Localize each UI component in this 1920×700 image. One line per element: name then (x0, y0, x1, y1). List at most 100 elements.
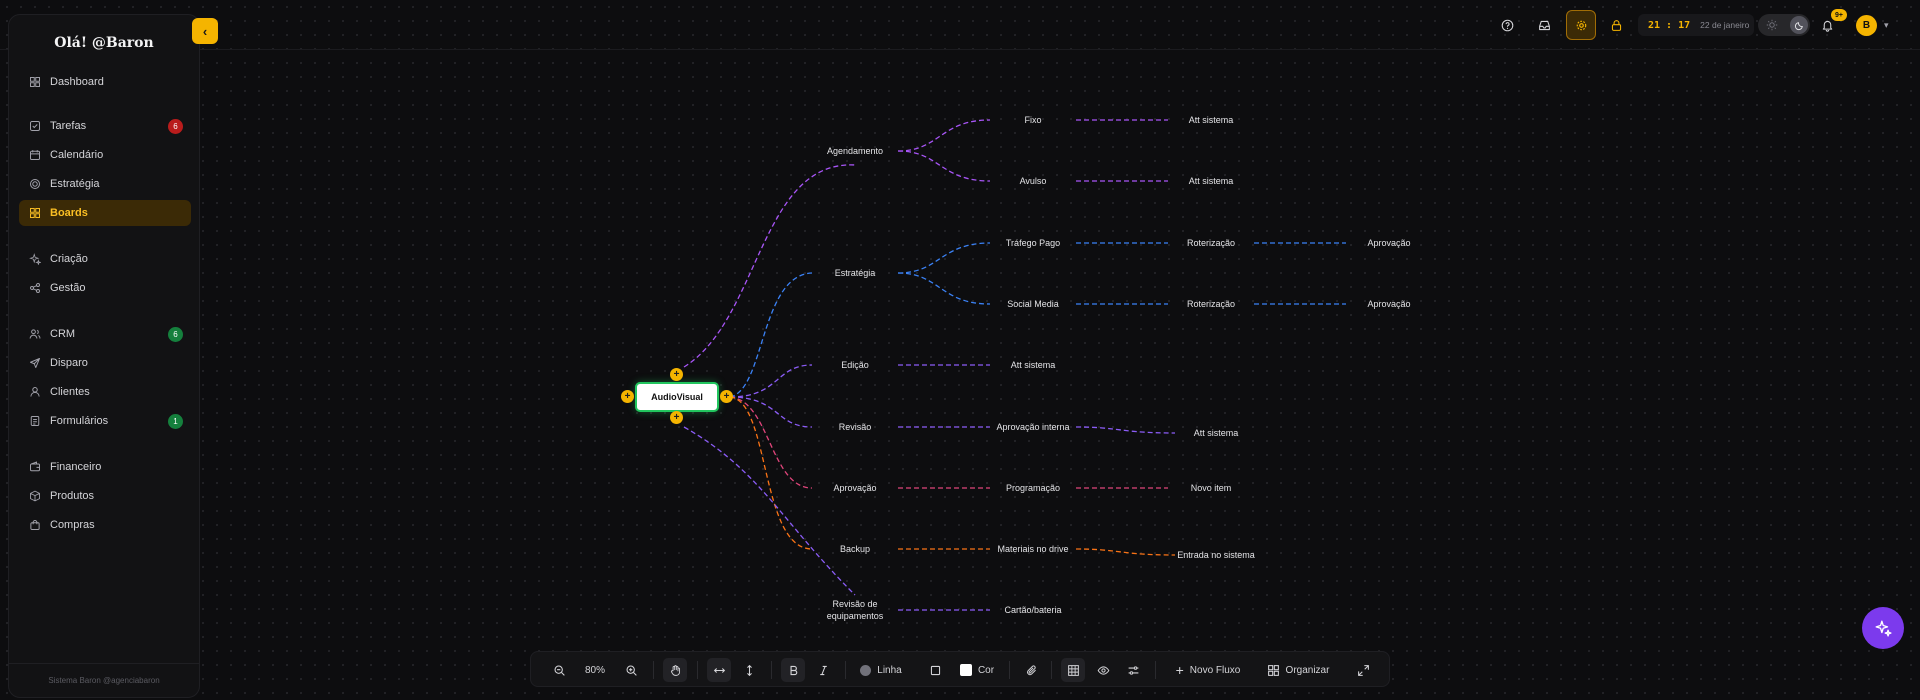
node-entrada-sistema[interactable]: Entrada no sistema (1177, 550, 1255, 560)
toolbar-divider (1009, 661, 1010, 679)
toolbar-divider (1051, 661, 1052, 679)
bold-button[interactable] (781, 658, 805, 682)
node-fixo[interactable]: Fixo (1024, 115, 1042, 125)
sidebar-item-criacao[interactable]: Criação (19, 246, 191, 272)
node-cartao-bateria[interactable]: Cartão/bateria (1004, 605, 1062, 615)
zoom-out-button[interactable] (547, 658, 571, 682)
zoom-level: 80% (584, 664, 605, 676)
sidebar-item-label: Tarefas (50, 120, 87, 132)
node-agendamento[interactable]: Agendamento (826, 146, 884, 156)
sidebar-item-label: Produtos (50, 490, 95, 502)
crm-count-badge: 6 (168, 326, 183, 342)
italic-button[interactable] (811, 658, 835, 682)
sparkles-icon (29, 253, 41, 265)
sidebar-item-dashboard[interactable]: Dashboard (19, 69, 191, 95)
node-att-edicao[interactable]: Att sistema (1010, 360, 1056, 370)
node-aprovacao[interactable]: Aprovação (833, 483, 877, 493)
send-icon (29, 357, 41, 369)
node-estrategia[interactable]: Estratégia (834, 268, 876, 278)
theme-toggle[interactable] (1758, 14, 1810, 36)
vertical-layout-button[interactable] (737, 658, 761, 682)
node-roterizacao-trafego[interactable]: Roterização (1186, 238, 1236, 248)
line-color-swatch (860, 664, 872, 676)
fullscreen-button[interactable] (1351, 658, 1375, 682)
organize-button[interactable]: Organizar (1255, 658, 1341, 682)
node-backup[interactable]: Backup (839, 544, 871, 554)
inbox-icon[interactable] (1535, 16, 1553, 34)
sidebar-item-clientes[interactable]: Clientes (19, 379, 191, 405)
chevron-down-icon[interactable]: ▾ (1884, 20, 1889, 30)
italic-icon (819, 665, 827, 675)
node-revisao-equipamentos[interactable]: Revisão de equipamentos (826, 599, 884, 621)
pan-tool-button[interactable] (663, 658, 687, 682)
zoom-in-button[interactable] (619, 658, 643, 682)
attach-button[interactable] (1019, 658, 1043, 682)
edge-root-revisaoequip (683, 426, 856, 596)
settings-button[interactable] (1566, 10, 1596, 40)
sidebar-item-estrategia[interactable]: Estratégia (19, 171, 191, 197)
sidebar-item-formularios[interactable]: Formulários 1 (19, 408, 191, 434)
collapse-sidebar-button[interactable]: ‹ (192, 18, 218, 44)
sliders-icon (1128, 665, 1138, 675)
sidebar-item-label: Financeiro (50, 461, 102, 473)
avatar[interactable]: B (1856, 15, 1877, 36)
sidebar-item-produtos[interactable]: Produtos (19, 483, 191, 509)
root-node[interactable]: AudioVisual (635, 382, 719, 412)
sidebar-item-tarefas[interactable]: Tarefas 6 (19, 113, 191, 139)
forms-count-badge: 1 (168, 413, 183, 429)
sidebar-item-gestao[interactable]: Gestão (19, 275, 191, 301)
help-icon[interactable] (1498, 16, 1516, 34)
node-aprovacao-interna[interactable]: Aprovação interna (996, 422, 1070, 432)
preview-button[interactable] (1091, 658, 1115, 682)
sidebar-item-label: Criação (50, 253, 88, 265)
node-social-media[interactable]: Social Media (1007, 299, 1059, 309)
node-programacao[interactable]: Programação (1005, 483, 1061, 493)
node-aprovacao-social[interactable]: Aprovação (1367, 299, 1411, 309)
sidebar-item-label: Compras (50, 519, 95, 531)
clock-date: 22 de janeiro (1700, 20, 1750, 30)
node-edicao[interactable]: Edição (841, 360, 869, 370)
settings-sliders-button[interactable] (1121, 658, 1145, 682)
add-node-right-button[interactable]: + (720, 390, 733, 403)
sidebar-item-compras[interactable]: Compras (19, 512, 191, 538)
clock-display: 21 : 17 22 de janeiro (1638, 14, 1754, 36)
grid-toggle-button[interactable] (1061, 658, 1085, 682)
chevron-left-icon: ‹ (202, 23, 208, 39)
shape-button[interactable] (923, 658, 947, 682)
top-header: 21 : 17 22 de janeiro 9+ B ▾ (0, 0, 1920, 50)
line-style-button[interactable]: Linha (855, 658, 907, 682)
node-att-avulso[interactable]: Att sistema (1188, 176, 1234, 186)
node-materiais-drive[interactable]: Materiais no drive (997, 544, 1069, 554)
horizontal-layout-button[interactable] (707, 658, 731, 682)
arrows-vertical-icon (746, 664, 752, 676)
node-trafego-pago[interactable]: Tráfego Pago (1005, 238, 1061, 248)
zoom-in-icon (626, 665, 637, 676)
new-flow-button[interactable]: + Novo Fluxo (1165, 658, 1251, 682)
sidebar-item-calendario[interactable]: Calendário (19, 142, 191, 168)
sidebar-item-financeiro[interactable]: Financeiro (19, 454, 191, 480)
add-node-top-button[interactable]: + (670, 368, 683, 381)
node-novo-item[interactable]: Novo item (1190, 483, 1232, 493)
color-button[interactable]: Cor (955, 658, 999, 682)
sidebar-item-boards[interactable]: Boards (19, 200, 191, 226)
add-node-bottom-button[interactable]: + (670, 411, 683, 424)
lock-icon[interactable] (1607, 16, 1625, 34)
sidebar-item-crm[interactable]: CRM 6 (19, 321, 191, 347)
sidebar-item-label: Disparo (50, 357, 88, 369)
share-icon (29, 282, 41, 294)
node-roterizacao-social[interactable]: Roterização (1186, 299, 1236, 309)
add-node-left-button[interactable]: + (621, 390, 634, 403)
sidebar-item-label: Boards (50, 207, 88, 219)
clock-time: 21 : 17 (1648, 19, 1691, 31)
node-revisao[interactable]: Revisão (838, 422, 872, 432)
node-att-revisao[interactable]: Att sistema (1193, 428, 1239, 438)
node-aprovacao-trafego[interactable]: Aprovação (1367, 238, 1411, 248)
node-avulso[interactable]: Avulso (1019, 176, 1047, 186)
node-att-fixo[interactable]: Att sistema (1188, 115, 1234, 125)
bell-icon[interactable] (1818, 16, 1836, 34)
sidebar-item-disparo[interactable]: Disparo (19, 350, 191, 376)
boards-icon (29, 207, 41, 219)
ai-assistant-button[interactable] (1862, 607, 1904, 649)
edge-root-aprovacao (729, 396, 813, 489)
